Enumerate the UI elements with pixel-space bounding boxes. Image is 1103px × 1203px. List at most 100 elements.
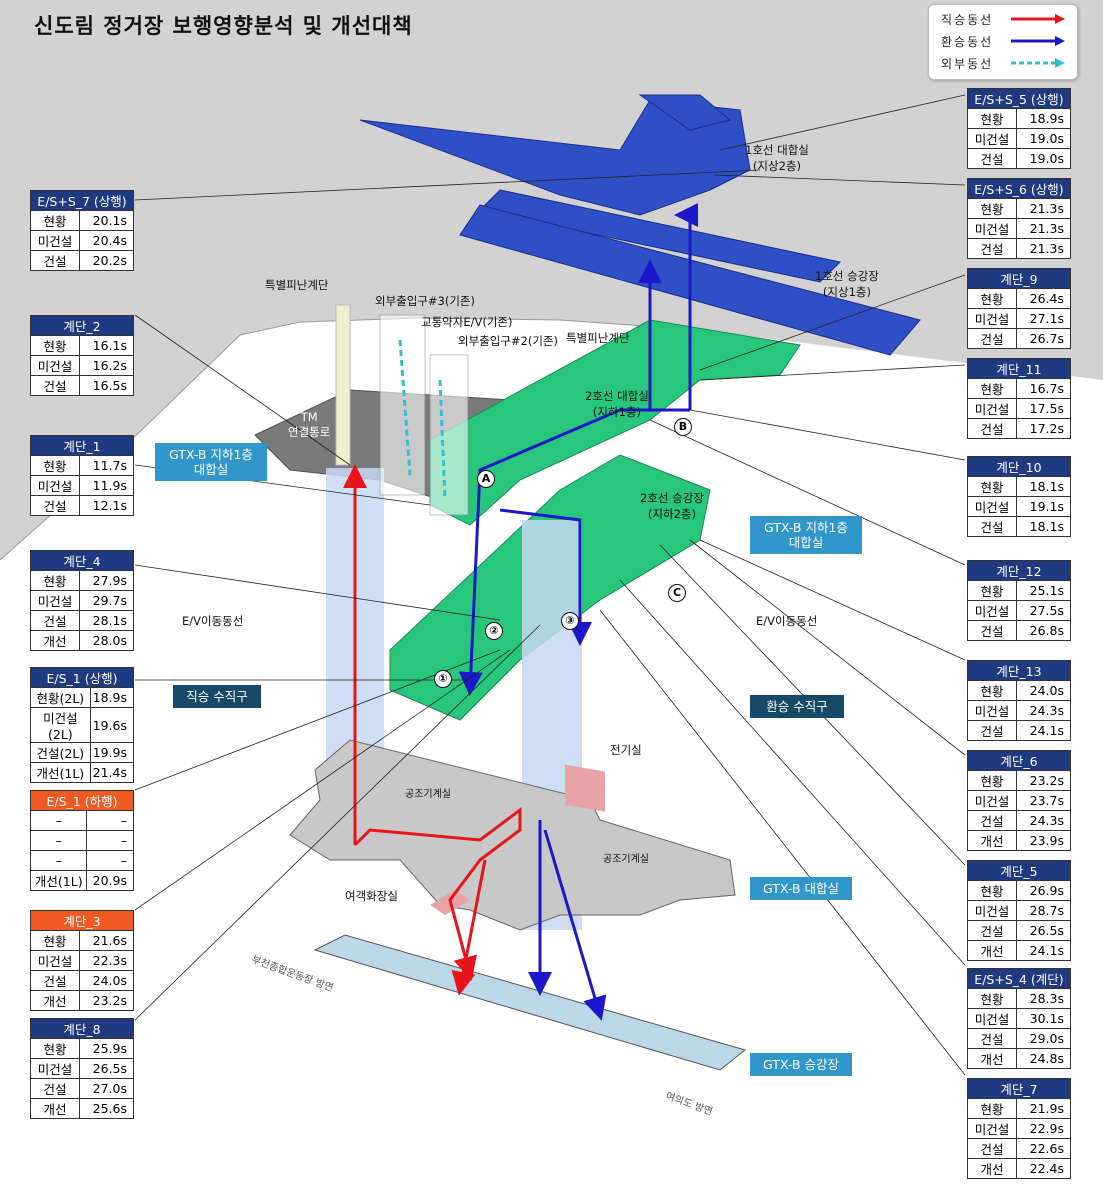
row-label: 현황 <box>29 930 81 951</box>
row-value: 24.1s <box>1016 940 1071 961</box>
marker-b: B <box>674 418 692 436</box>
ground-area <box>0 0 1103 560</box>
row-value: 26.5s <box>79 1058 134 1079</box>
row-value: 29.7s <box>79 590 134 611</box>
tag-gtx-concourse: GTX-B 대합실 <box>750 877 852 900</box>
row-label: – <box>29 850 88 871</box>
label-special-stair-1: 특별피난계단 <box>265 278 329 292</box>
row-label: 미건설 <box>966 128 1018 149</box>
label-ev-right: E/V이동동선 <box>756 614 818 628</box>
row-value: 22.4s <box>1016 1158 1071 1179</box>
row-value: 18.1s <box>1016 516 1071 537</box>
row-label: 건설 <box>966 720 1018 741</box>
row-label: 현황(2L) <box>30 687 91 708</box>
row-label: 현황 <box>966 378 1018 399</box>
row-value: 19.9s <box>89 742 135 763</box>
row-label: – <box>29 830 88 851</box>
table-row: 미건설(2L)19.6s <box>30 707 135 743</box>
row-value: 26.5s <box>1016 920 1071 941</box>
label-exit3: 외부출입구#3(기존) <box>375 294 475 308</box>
table-title: 계단_6 <box>967 750 1071 771</box>
row-value: 17.5s <box>1016 398 1071 419</box>
tag-gtx-platform: GTX-B 승강장 <box>750 1053 852 1076</box>
legend-direct-label: 직승동선 <box>941 13 994 27</box>
row-label: 미건설 <box>966 1008 1018 1029</box>
table-title: 계단_2 <box>30 315 134 336</box>
table-title: 계단_9 <box>967 268 1071 289</box>
tag-gtx-b1-right: GTX-B 지하1층 대합실 <box>750 516 862 554</box>
legend-external: 외부동선 <box>937 53 1077 73</box>
row-label: 건설(2L) <box>30 742 91 763</box>
row-label: 현황 <box>29 1038 81 1059</box>
label-line2-concourse: 2호선 대합실 (지하1층) <box>585 389 649 419</box>
row-label: 건설 <box>966 418 1018 439</box>
label-line2-platform: 2호선 승강장 (지하2층) <box>640 491 704 521</box>
marker-3: ③ <box>561 612 579 630</box>
row-label: 건설 <box>966 148 1018 169</box>
row-label: 건설 <box>29 250 81 271</box>
row-value: 20.4s <box>79 230 134 251</box>
row-value: 21.3s <box>1016 218 1071 239</box>
transfer-route-2 <box>458 408 690 696</box>
row-label: 미건설 <box>966 790 1018 811</box>
row-value: 30.1s <box>1016 1008 1071 1029</box>
legend: 직승동선 환승동선 외부동선 <box>928 4 1078 80</box>
row-value: 19.6s <box>89 707 135 743</box>
row-value: 16.5s <box>79 375 134 396</box>
label-line1-platform: 1호선 승강장 (지상1층) <box>815 269 879 299</box>
row-label: 미건설 <box>966 218 1018 239</box>
marker-a: A <box>477 470 495 488</box>
table-title: 계단_3 <box>30 910 134 931</box>
row-value: 20.1s <box>79 210 134 231</box>
row-label: 현황 <box>966 770 1018 791</box>
direct-route-loop <box>353 807 522 981</box>
row-label: 미건설 <box>966 496 1018 517</box>
row-value: 16.1s <box>79 335 134 356</box>
row-label: 미건설 <box>966 1118 1018 1139</box>
row-label: 미건설 <box>29 1058 81 1079</box>
row-value: 25.1s <box>1016 580 1071 601</box>
row-value: 25.9s <box>79 1038 134 1059</box>
row-label: 건설 <box>966 238 1018 259</box>
exit2-shaft <box>429 354 469 516</box>
row-value: 24.8s <box>1016 1048 1071 1069</box>
label-ev-left: E/V이동동선 <box>182 614 244 628</box>
row-value: 21.4s <box>89 762 135 783</box>
table-row: –– <box>29 810 134 831</box>
legend-external-arrow-icon <box>1011 58 1065 68</box>
row-label: 개선 <box>966 940 1018 961</box>
row-label: 미건설 <box>966 700 1018 721</box>
direct-route-down <box>451 859 487 996</box>
row-value: 23.9s <box>1016 830 1071 851</box>
tag-gtx-b1-left: GTX-B 지하1층 대합실 <box>155 443 267 481</box>
row-label: 미건설(2L) <box>30 707 91 743</box>
legend-transfer-label: 환승동선 <box>941 35 994 49</box>
legend-transfer: 환승동선 <box>937 31 1077 51</box>
row-label: 건설 <box>966 920 1018 941</box>
